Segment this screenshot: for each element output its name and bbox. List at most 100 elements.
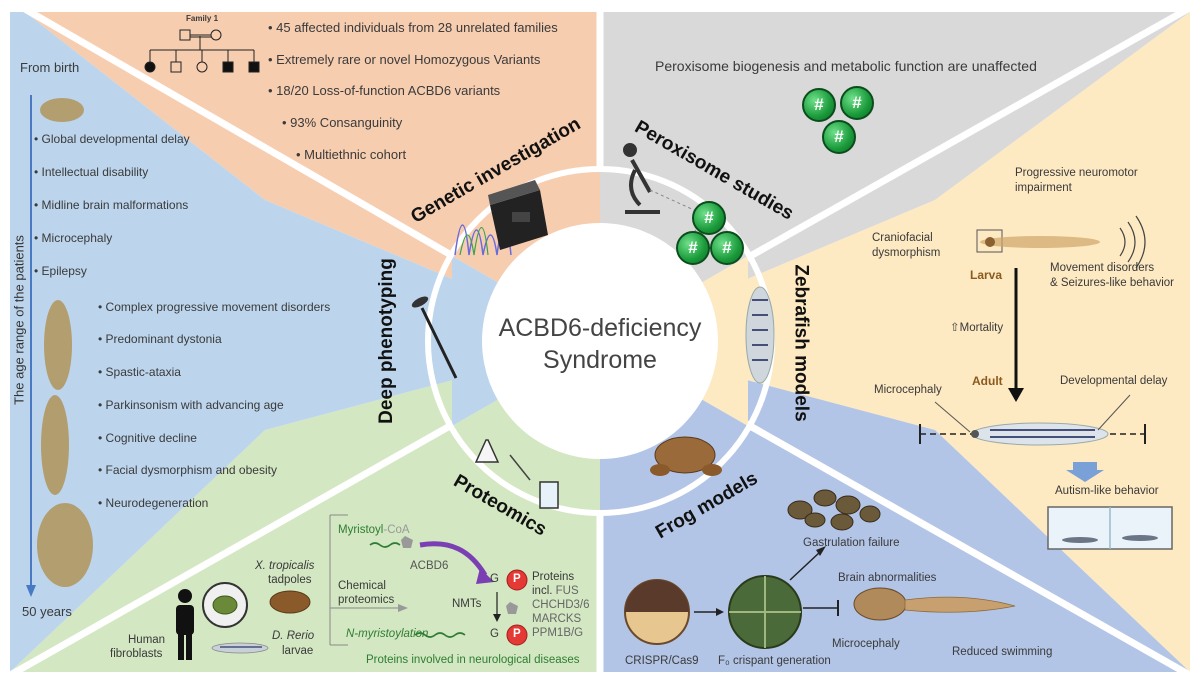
late-symptom: Cognitive decline bbox=[98, 431, 197, 445]
crispant-embryo-icon bbox=[728, 575, 802, 649]
fifty-years-label: 50 years bbox=[22, 604, 72, 619]
late-symptom: Parkinsonism with advancing age bbox=[98, 398, 284, 412]
peroxisome-hash-icon: # bbox=[802, 88, 836, 122]
f0-crispant-label: F₀ crispant generation bbox=[718, 655, 831, 667]
elderly-icon bbox=[41, 395, 69, 495]
phenotyping-sector-title: Deep phenotyping bbox=[375, 258, 397, 424]
p-label-1: P bbox=[513, 573, 521, 585]
age-axis-label-text: The age range of the patients bbox=[11, 235, 27, 405]
early-symptom: Intellectual disability bbox=[34, 165, 149, 179]
early-symptom: Epilepsy bbox=[34, 264, 87, 278]
late-symptom: Predominant dystonia bbox=[98, 332, 222, 346]
wheelchair-icon bbox=[37, 503, 93, 587]
genetic-bullet: Multiethnic cohort bbox=[296, 147, 406, 162]
crispr-egg-icon bbox=[624, 579, 690, 645]
peroxisome-hash-icon: # bbox=[676, 231, 710, 265]
gastrulation-label: Gastrulation failure bbox=[803, 537, 900, 549]
dev-delay-label: Developmental delay bbox=[1060, 375, 1168, 387]
proteomics-pathway bbox=[329, 514, 528, 646]
impairment-label: impairment bbox=[1015, 182, 1072, 194]
tank-icon bbox=[1047, 506, 1173, 550]
center-title-line2: Syndrome bbox=[543, 346, 657, 374]
late-symptom: Facial dysmorphism and obesity bbox=[98, 463, 277, 477]
frog-icon bbox=[650, 436, 722, 476]
g-label-2: G bbox=[490, 628, 499, 640]
genetic-bullet: 45 affected individuals from 28 unrelate… bbox=[268, 20, 558, 35]
tadpoles-label: tadpoles bbox=[268, 574, 312, 586]
xtropicalis-tadpole-icon bbox=[269, 590, 311, 614]
myristoyl-label: Myristoyl-CoA bbox=[338, 524, 410, 536]
early-symptom: Global developmental delay bbox=[34, 132, 190, 146]
larva-label: Larva bbox=[970, 268, 1003, 282]
peroxisome-hash-icon: # bbox=[840, 86, 874, 120]
brain-abnormalities-label: Brain abnormalities bbox=[838, 572, 937, 584]
zebrafish-sector bbox=[600, 12, 1190, 672]
peroxisome-hash-icon: # bbox=[710, 231, 744, 265]
genetic-bullet: Extremely rare or novel Homozygous Varia… bbox=[268, 52, 540, 67]
peroxisome-hash-icon: # bbox=[692, 201, 726, 235]
late-symptom: Spastic-ataxia bbox=[98, 365, 181, 379]
early-symptom: Midline brain malformations bbox=[34, 198, 189, 212]
nmts-label: NMTs bbox=[452, 598, 482, 610]
pedigree-title: Family 1 bbox=[186, 14, 219, 23]
reflex-hammer-icon bbox=[411, 296, 458, 379]
zebrafish-vertical-icon bbox=[745, 286, 775, 384]
early-symptom: Microcephaly bbox=[34, 231, 113, 245]
age-axis-label: The age range of the patients bbox=[8, 150, 30, 490]
fus-word: FUS bbox=[555, 585, 579, 597]
pedigree-icon bbox=[144, 29, 260, 73]
adult-label: Adult bbox=[972, 374, 1003, 388]
zebrafish-larvae-icon bbox=[211, 642, 269, 654]
mortality-label: ⇧Mortality bbox=[950, 322, 1004, 334]
sequencer-icon bbox=[454, 180, 548, 256]
peroxisome-statement: Peroxisome biogenesis and metabolic func… bbox=[655, 58, 1037, 74]
movement-label-1: Movement disorders bbox=[1050, 262, 1155, 274]
child-icon bbox=[44, 300, 72, 390]
movement-label-2: & Seizures-like behavior bbox=[1050, 277, 1175, 289]
human-figure-icon bbox=[176, 589, 194, 660]
marcks-label: MARCKS bbox=[532, 613, 582, 625]
peroxisome-hash-icon: # bbox=[822, 120, 856, 154]
p-label-2: P bbox=[513, 628, 521, 640]
zebrafish-sector-title: Zebrafish models bbox=[790, 264, 812, 422]
lab-glassware-icon bbox=[474, 439, 559, 509]
progressive-label: Progressive neuromotor bbox=[1015, 167, 1138, 179]
xtropicalis-label: X. tropicalis bbox=[255, 560, 315, 572]
incl-label: incl. FUS bbox=[532, 585, 579, 597]
tadpole-icon bbox=[853, 587, 1016, 621]
ppm-label: PPM1B/G bbox=[532, 627, 584, 639]
myristoyl-word: Myristoyl bbox=[338, 524, 384, 536]
genetic-bullet: 93% Consanguinity bbox=[282, 115, 402, 130]
adult-zebrafish-icon bbox=[919, 394, 1146, 446]
craniofacial-label: Craniofacial bbox=[872, 232, 933, 244]
proteomics-word-label: proteomics bbox=[338, 594, 395, 606]
autism-label: Autism-like behavior bbox=[1055, 485, 1159, 497]
incl-word: incl. bbox=[532, 585, 553, 597]
crispr-label: CRISPR/Cas9 bbox=[625, 655, 699, 667]
fibroblast-cell-icon bbox=[202, 582, 248, 628]
down-arrow-icon bbox=[1066, 462, 1104, 482]
late-symptom: Neurodegeneration bbox=[98, 496, 209, 510]
zebrafish-larva-icon bbox=[976, 215, 1146, 269]
gastrulation-embryos-icon bbox=[787, 489, 881, 531]
frog-microcephaly-label: Microcephaly bbox=[832, 638, 900, 650]
acbd6-label: ACBD6 bbox=[410, 560, 449, 572]
late-symptom: Complex progressive movement disorders bbox=[98, 300, 331, 314]
coa-word: -CoA bbox=[383, 524, 410, 536]
drerio-label: D. Rerio bbox=[272, 630, 315, 642]
microscope-icon bbox=[623, 143, 660, 214]
g-label-1: G bbox=[490, 573, 499, 585]
dysmorphism-label: dysmorphism bbox=[872, 247, 941, 259]
baby-icon bbox=[40, 98, 84, 122]
chemical-label: Chemical bbox=[338, 580, 386, 592]
reduced-swimming-label: Reduced swimming bbox=[952, 646, 1053, 658]
fibroblasts-label: fibroblasts bbox=[110, 648, 163, 660]
genetic-bullet: 18/20 Loss-of-function ACBD6 variants bbox=[268, 83, 500, 98]
proteins-label: Proteins bbox=[532, 571, 575, 583]
from-birth-label: From birth bbox=[20, 60, 80, 75]
human-label: Human bbox=[128, 634, 166, 646]
chchd-label: CHCHD3/6 bbox=[532, 599, 590, 611]
larvae-label: larvae bbox=[282, 645, 314, 657]
center-title-line1: ACBD6-deficiency bbox=[498, 314, 702, 342]
